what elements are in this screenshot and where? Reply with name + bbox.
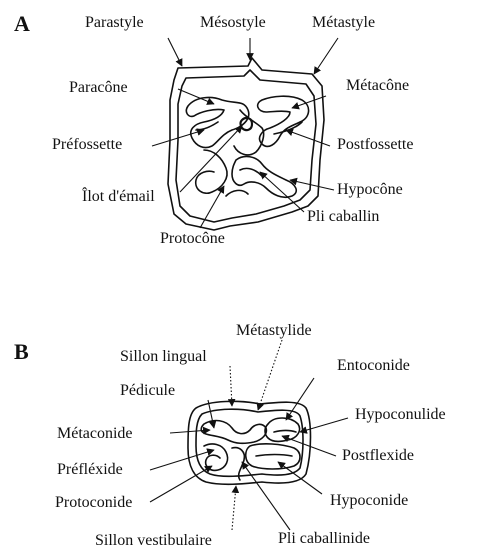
label-metacone: Métacône (346, 77, 409, 95)
label-protoconide: Protoconide (55, 494, 132, 512)
leader-hypoconulide (300, 418, 348, 432)
leader-sillon-vestibulaire (232, 486, 236, 530)
label-ilot: Îlot d'émail (82, 188, 155, 206)
leader-parastyle (168, 38, 182, 66)
leader-sillon-lingual (230, 366, 232, 406)
label-hypoconulide: Hypoconulide (355, 406, 446, 424)
leader-metastylide (258, 340, 282, 410)
label-mesostyle: Mésostyle (200, 14, 266, 32)
label-paracone: Paracône (69, 79, 128, 97)
leader-pedicule (208, 400, 214, 428)
label-metastyle: Métastyle (312, 14, 375, 32)
label-protocone: Protocône (160, 230, 225, 248)
leader-preflexide (150, 450, 214, 470)
label-metaconide: Métaconide (57, 425, 133, 443)
label-pli-caballinide: Pli caballinide (278, 530, 370, 548)
leader-ilot (180, 126, 242, 192)
panel-b-letter: B (14, 340, 29, 364)
label-pedicule: Pédicule (120, 382, 175, 400)
label-metastylide: Métastylide (236, 322, 312, 340)
label-parastyle: Parastyle (85, 14, 144, 32)
leader-pli-caballinide (242, 462, 290, 530)
label-postfossette: Postfossette (337, 136, 413, 154)
label-sillon-vestibulaire: Sillon vestibulaire (95, 532, 212, 550)
label-entoconide: Entoconide (337, 357, 410, 375)
panel-a-letter: A (14, 12, 30, 36)
label-hypoconide: Hypoconide (330, 492, 408, 510)
label-postflexide: Postflexide (342, 447, 414, 465)
leader-paracone (178, 89, 214, 104)
leader-protoconide (150, 466, 212, 502)
leader-entoconide (286, 378, 314, 420)
label-pli-caballin: Pli caballin (307, 208, 379, 226)
label-hypocone: Hypocône (337, 181, 403, 199)
upper-molar-drawing (168, 58, 324, 230)
label-sillon-lingual: Sillon lingual (120, 348, 207, 366)
label-preflexide: Préfléxide (57, 461, 123, 479)
leader-metastyle (314, 38, 338, 74)
label-prefossette: Préfossette (52, 136, 122, 154)
